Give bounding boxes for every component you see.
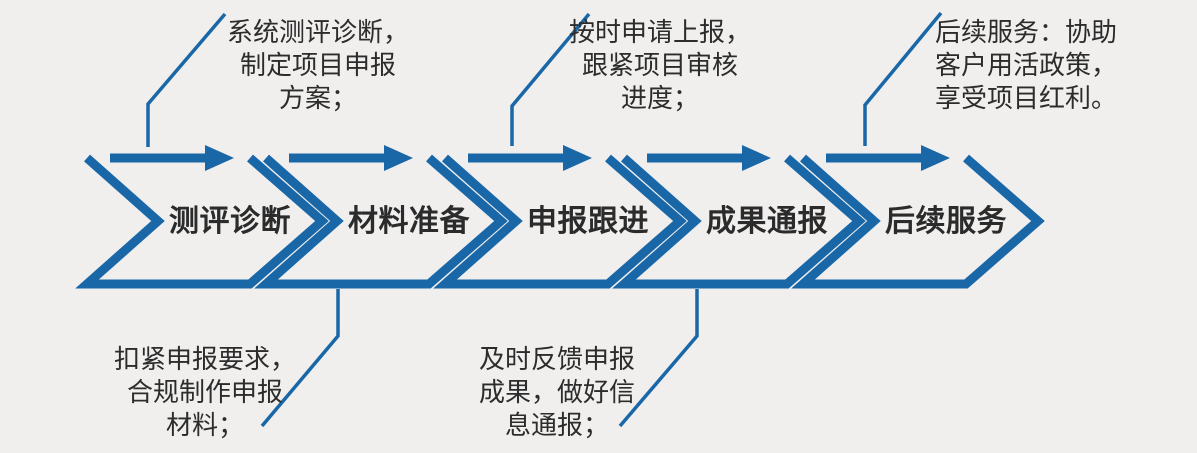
callout-text: 成果，做好信 <box>478 377 635 407</box>
step-4-chevron-shape <box>612 154 866 289</box>
step-5-arrow-icon <box>826 145 950 171</box>
step-3-chevron-shape <box>433 154 687 289</box>
step-2-label: 材料准备 <box>348 205 470 238</box>
callout-text: 系统测评诊断， <box>226 17 409 47</box>
step-5-label: 后续服务 <box>885 205 1007 238</box>
callout-top-2: 按时申请上报， 跟紧项目审核 进度； <box>540 16 780 115</box>
step-2-arrow-icon <box>289 145 413 171</box>
step-3-arrow-icon <box>468 145 592 171</box>
callout-text: 跟紧项目审核 <box>581 50 738 80</box>
step-4-label: 成果通报 <box>706 205 828 238</box>
callout-text: 扣紧申报要求， <box>113 344 296 374</box>
callout-text: 息通报； <box>504 410 609 440</box>
callout-text: 合规制作申报 <box>126 377 283 407</box>
callout-text: 方案； <box>278 83 357 113</box>
callout-leader-line-top-3 <box>863 11 943 146</box>
callout-bottom-2: 及时反馈申报 成果，做好信 息通报； <box>437 343 677 442</box>
step-3-label: 申报跟进 <box>527 205 649 238</box>
callout-text: 进度； <box>620 83 699 113</box>
callout-bottom-1: 扣紧申报要求， 合规制作申报 材料； <box>85 343 325 442</box>
step-2-chevron-shape <box>254 154 508 289</box>
callout-text: 客户用活政策， <box>934 50 1117 80</box>
callout-text: 材料； <box>165 410 244 440</box>
callout-text: 及时反馈申报 <box>478 344 635 374</box>
step-1-arrow-icon <box>110 145 234 171</box>
callout-top-1: 系统测评诊断， 制定项目申报 方案； <box>198 16 438 115</box>
callout-text: 后续服务：协助 <box>934 17 1117 47</box>
callout-leader-line-top-2 <box>510 12 591 146</box>
callout-leader-line-bottom-2 <box>618 289 699 428</box>
step-1-label: 测评诊断 <box>169 205 291 238</box>
step-5-chevron-shape <box>791 154 1045 289</box>
callout-text: 享受项目红利。 <box>934 83 1117 113</box>
step-1-chevron-shape <box>75 154 329 289</box>
callout-leader-line-top-1 <box>146 12 227 147</box>
callout-top-3: 后续服务：协助 客户用活政策， 享受项目红利。 <box>906 16 1146 115</box>
callout-text: 制定项目申报 <box>239 50 396 80</box>
callout-leader-line-bottom-1 <box>260 289 340 428</box>
callout-text: 按时申请上报， <box>568 17 751 47</box>
step-4-arrow-icon <box>647 145 771 171</box>
